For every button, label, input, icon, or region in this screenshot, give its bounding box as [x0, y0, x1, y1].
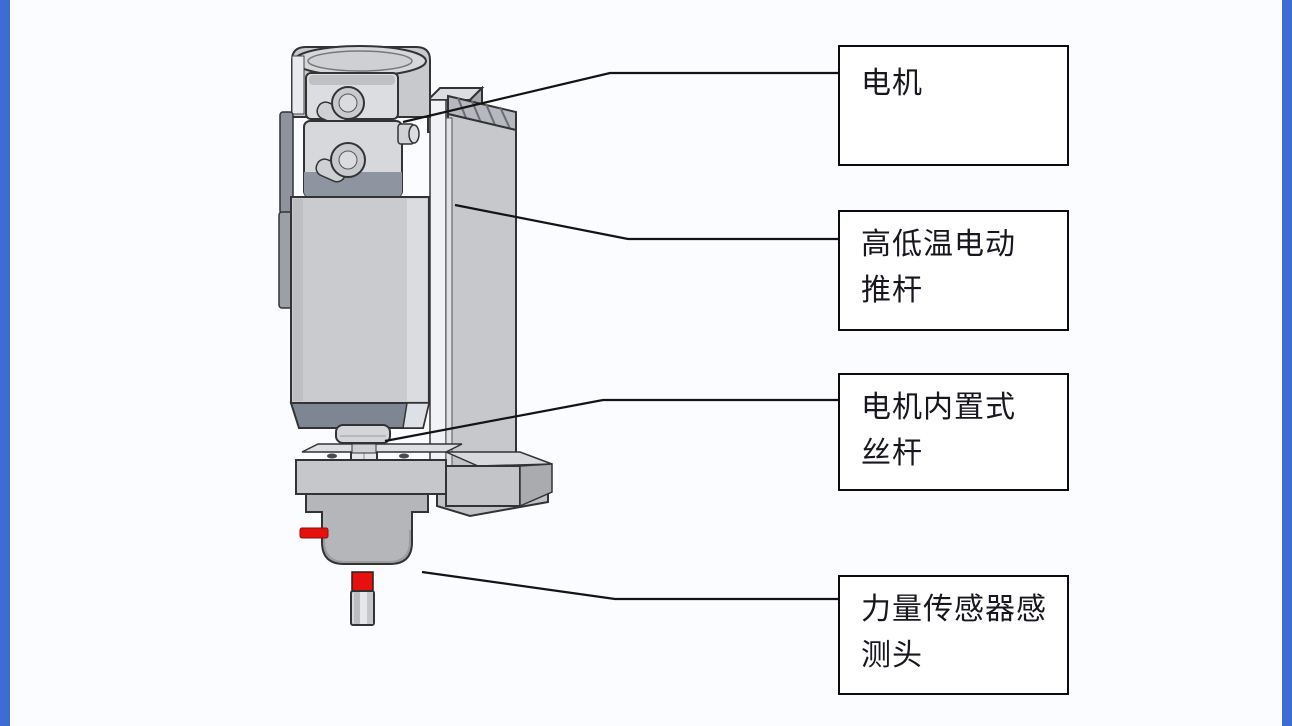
label-text-line1: 高低温电动 — [861, 228, 1016, 261]
label-text: 电机 — [861, 67, 923, 100]
label-text-line2: 丝杆 — [861, 437, 923, 470]
sensor-hex-tip — [350, 590, 375, 626]
actuator-body — [290, 196, 430, 404]
right-edge-bar — [1282, 0, 1292, 726]
leader-line-screw — [384, 398, 838, 443]
label-text-line2: 测头 — [861, 639, 923, 672]
guide-gap-strips — [429, 99, 453, 469]
coupling-pin-2 — [303, 120, 420, 198]
sensor-red-pin — [299, 527, 329, 539]
label-box-actuator: 高低温电动 推杆 — [838, 210, 1069, 331]
label-box-sensor: 力量传感器感 测头 — [838, 575, 1069, 695]
label-box-screw: 电机内置式 丝杆 — [838, 373, 1069, 491]
leader-line-actuator — [454, 203, 838, 241]
leader-line-motor — [402, 71, 838, 124]
leader-line-sensor — [421, 570, 838, 601]
label-text-line2: 推杆 — [861, 274, 923, 307]
label-text-line1: 电机内置式 — [861, 391, 1016, 424]
end-band — [289, 402, 431, 429]
coupling-pin-1 — [305, 72, 399, 126]
label-text-line1: 力量传感器感 — [861, 593, 1047, 626]
bracket-foot — [445, 451, 553, 508]
sensor-red-collar — [351, 571, 374, 592]
label-box-motor: 电机 — [838, 45, 1069, 166]
mount-plate — [295, 443, 553, 508]
sensor-body — [299, 493, 429, 626]
left-edge-bar — [0, 0, 10, 726]
